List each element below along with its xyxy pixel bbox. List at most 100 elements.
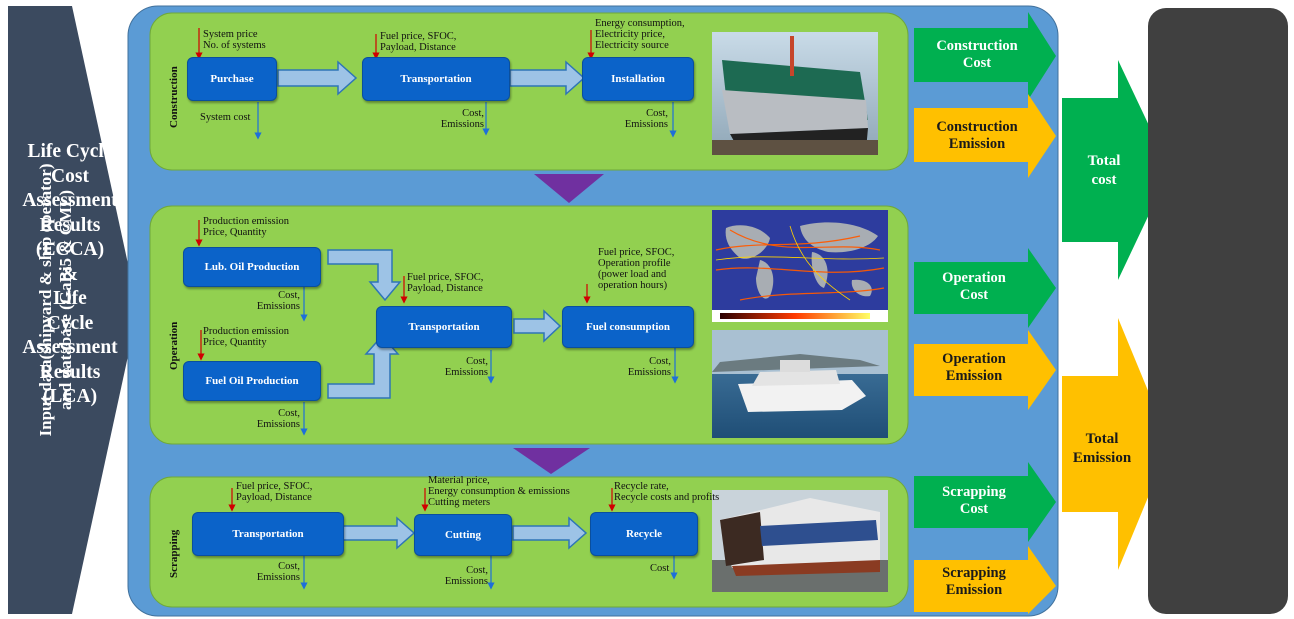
caption-line: Fuel price, SFOC, (598, 247, 675, 258)
results-label: Life Cycle Cost Assessment Results (LCCA… (0, 140, 140, 410)
result-line: Life (53, 288, 87, 309)
caption-line: Fuel price, SFOC, (407, 272, 484, 283)
scrapping-section-label: Scrapping (168, 529, 180, 578)
down-arrow-2 (513, 448, 590, 474)
installation-inputs: Energy consumption, Electricity price, E… (595, 18, 685, 51)
caption-line: Payload, Distance (236, 492, 312, 503)
scrapping-transportation-output: Cost, Emissions (250, 561, 300, 583)
scrapping-cost-arrow (914, 462, 1056, 542)
construction-emission-label: Construction Emission (914, 119, 1040, 153)
caption-line: Electricity price, (595, 29, 665, 40)
caption-line: System price (203, 29, 258, 40)
operation-cost-arrow (914, 248, 1056, 328)
scrapping-flow-arrows (342, 516, 588, 550)
recycle-inputs: Recycle rate, Recycle costs and profits (614, 481, 719, 503)
operation-transportation-output: Cost, Emissions (436, 356, 488, 378)
cutting-box: Cutting (414, 514, 512, 556)
construction-cost-label: Construction Cost (914, 38, 1040, 72)
construction-transportation-inputs: Fuel price, SFOC, Payload, Distance (380, 31, 456, 53)
label-line: Total (1085, 431, 1119, 447)
caption-line: Emissions (256, 301, 300, 312)
caption-line: Cost, (278, 290, 300, 301)
label-line: Scrapping (942, 565, 1006, 581)
operation-emission-arrow (914, 330, 1056, 410)
caption-line: System cost (200, 112, 251, 123)
caption-line: Production emission (203, 326, 290, 337)
caption-line: Operation profile (598, 258, 671, 269)
lub-oil-production-box: Lub. Oil Production (183, 247, 321, 287)
purchase-output: System cost (200, 112, 250, 123)
scrapping-emission-arrow (914, 546, 1056, 614)
installation-box: Installation (582, 57, 694, 101)
result-line: Cycle (46, 312, 94, 334)
label-line: Total (1087, 153, 1121, 169)
result-line: (LCCA) (35, 239, 105, 260)
result-line: Assessment (22, 337, 118, 358)
label-line: Cost (959, 287, 989, 303)
caption-line: Energy consumption, (595, 18, 685, 29)
installation-output: Cost, Emissions (618, 108, 668, 130)
operation-emission-label: Operation Emission (914, 351, 1034, 385)
operation-cost-label: Operation Cost (914, 270, 1034, 304)
caption-line: Emissions (440, 119, 484, 130)
caption-line: Energy consumption & emissions (428, 486, 570, 497)
construction-flow-arrows (277, 60, 586, 96)
lub-oil-output: Cost, Emissions (250, 290, 300, 312)
passenger-ship-photo (712, 330, 888, 438)
result-line: Results (39, 361, 101, 383)
caption-line: Cost, (278, 408, 300, 419)
operation-transportation-box: Transportation (376, 306, 512, 348)
purchase-box: Purchase (187, 57, 277, 101)
label-line: Scrapping (942, 484, 1006, 500)
lub-oil-inputs: Production emission Price, Quantity (203, 216, 289, 238)
input-data-arrow (8, 6, 138, 614)
label-line: Construction (936, 119, 1018, 135)
label-line: Operation (942, 270, 1006, 286)
construction-emission-arrow (914, 94, 1056, 178)
fuel-oil-production-box: Fuel Oil Production (183, 361, 321, 401)
label-line: Emission (948, 136, 1006, 152)
ship-scrapping-photo (712, 490, 888, 592)
fuel-consumption-box: Fuel consumption (562, 306, 694, 348)
recycle-box: Recycle (590, 512, 698, 556)
cutting-output: Cost, Emissions (436, 565, 488, 587)
total-emission-label: Total Emission (1058, 430, 1146, 468)
total-cost-label: Total cost (1066, 152, 1142, 190)
scrapping-transportation-box: Transportation (192, 512, 344, 556)
caption-line: Emissions (624, 119, 668, 130)
cutting-inputs: Material price, Energy consumption & emi… (428, 475, 570, 508)
caption-line: Emissions (256, 572, 300, 583)
down-arrow-1 (534, 174, 604, 203)
scrapping-transportation-inputs: Fuel price, SFOC, Payload, Distance (236, 481, 312, 503)
caption-line: Recycle costs and profits (614, 492, 720, 503)
fuel-oil-output: Cost, Emissions (250, 408, 300, 430)
result-line: (LCA) (42, 386, 98, 407)
shipping-routes-map (712, 210, 888, 322)
caption-line: Cost, (462, 108, 484, 119)
caption-line: Material price, (428, 475, 490, 486)
construction-transportation-output: Cost, Emissions (436, 108, 484, 130)
fuel-consumption-inputs: Fuel price, SFOC, Operation profile (pow… (598, 247, 674, 291)
caption-line: Fuel price, SFOC, (236, 481, 313, 492)
operation-flow-arrows (327, 249, 562, 399)
total-cost-arrow (1062, 60, 1170, 280)
construction-cost-arrow (914, 12, 1056, 100)
total-emission-arrow (1062, 318, 1170, 570)
fuel-oil-inputs: Production emission Price, Quantity (203, 326, 289, 348)
result-line: Life Cycle (27, 141, 113, 162)
input-arrows (195, 28, 616, 512)
caption-line: Fuel price, SFOC, (380, 31, 457, 42)
result-line: Cost (51, 165, 89, 187)
caption-line: Cost, (466, 565, 488, 576)
results-panel (1148, 8, 1288, 614)
fuel-consumption-output: Cost, Emissions (619, 356, 671, 378)
label-line: Emission (1072, 450, 1132, 466)
purchase-inputs: System price No. of systems (203, 29, 266, 51)
caption-line: Cutting meters (428, 497, 491, 508)
caption-line: Emissions (444, 576, 488, 587)
caption-line: Cost, (649, 356, 671, 367)
caption-line: Electricity source (595, 40, 669, 51)
label-line: Emission (945, 582, 1003, 598)
caption-line: Cost, (646, 108, 668, 119)
operation-transportation-inputs: Fuel price, SFOC, Payload, Distance (407, 272, 483, 294)
